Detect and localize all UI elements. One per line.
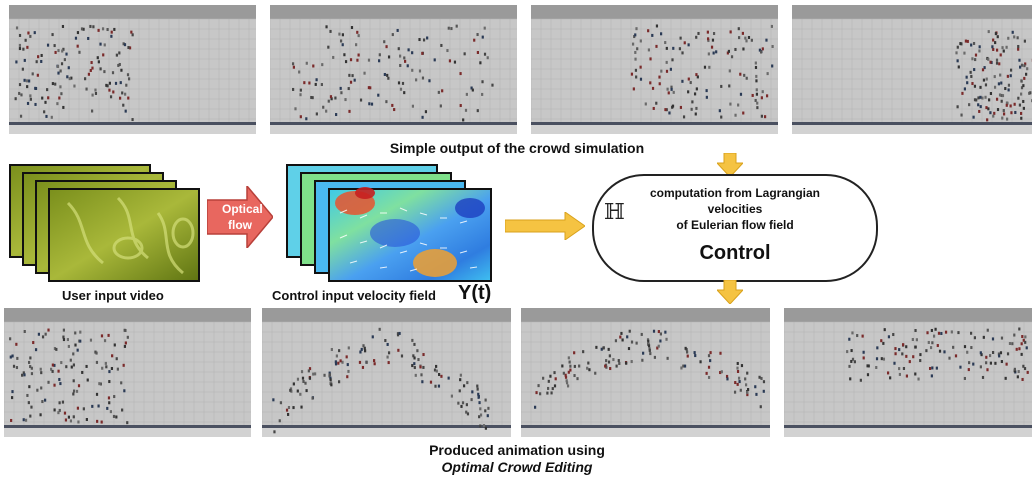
user-input-label: User input video xyxy=(62,288,164,303)
simulation-caption: Simple output of the crowd simulation xyxy=(389,140,645,156)
produced-frame-1 xyxy=(4,308,251,437)
control-input-label: Control input velocity field xyxy=(272,288,436,303)
user-input-video-stack xyxy=(8,163,203,285)
control-text-line2: velocities xyxy=(707,202,763,216)
sim-frame-1 xyxy=(9,5,256,134)
produced-frame-4 xyxy=(784,308,1032,437)
down-arrow-icon xyxy=(717,153,743,177)
optical-flow-arrow-icon xyxy=(207,186,273,248)
control-title: Control xyxy=(699,242,771,264)
hilbert-symbol: ℍ xyxy=(604,200,625,225)
produced-frame-2 xyxy=(262,308,511,437)
control-text-line1: computation from Lagrangian xyxy=(649,186,820,200)
sim-frame-4 xyxy=(792,5,1032,134)
produced-frame-3 xyxy=(521,308,770,437)
control-text-line3: of Eulerian flow field xyxy=(676,218,794,232)
sim-frame-3 xyxy=(531,5,778,134)
velocity-symbol: Y(t) xyxy=(458,282,492,304)
down-arrow-icon xyxy=(717,280,743,304)
optical-flow-label-line1: Optical xyxy=(222,202,263,216)
velocity-field-stack xyxy=(285,163,495,285)
produced-caption-line1: Produced animation using xyxy=(429,442,605,458)
optical-flow-label-line2: flow xyxy=(228,218,252,232)
right-arrow-icon xyxy=(505,212,585,240)
control-box: ℍ computation from Lagrangian velocities… xyxy=(592,174,878,282)
produced-caption-line2: Optimal Crowd Editing xyxy=(441,459,593,475)
sim-frame-2 xyxy=(270,5,517,134)
